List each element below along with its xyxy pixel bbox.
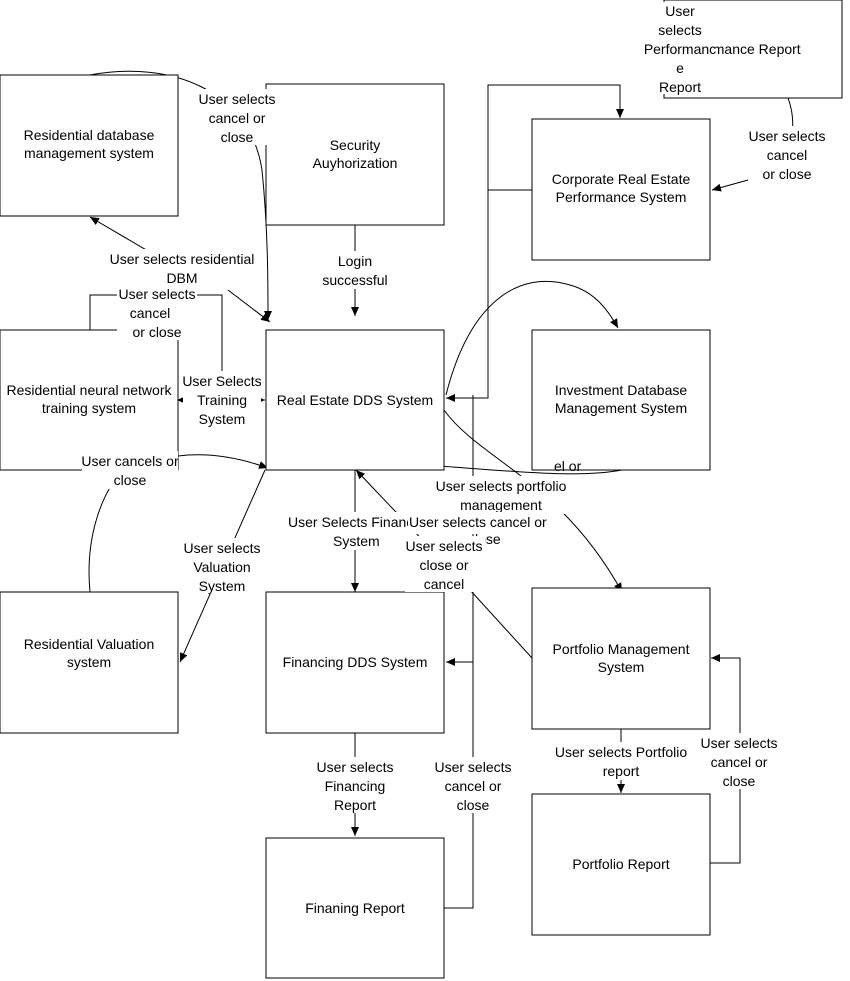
edge-investment-db bbox=[445, 280, 619, 396]
edge-select-residential-dbm bbox=[227, 289, 271, 323]
label-investment-cancel-fragment: el or bbox=[554, 458, 582, 474]
node-financing-report: Finaning Report bbox=[265, 837, 445, 979]
edge-investment-cancel bbox=[439, 465, 623, 475]
node-label: Financing DDS System bbox=[283, 654, 428, 670]
node-financing-dds: Financing DDS System bbox=[265, 591, 445, 734]
node-portfolio-report: Portfolio Report bbox=[531, 793, 711, 936]
edge-user-cancels bbox=[177, 454, 269, 469]
edge-db-cancel bbox=[89, 70, 272, 321]
node-real-estate-dds: Real Estate DDS System bbox=[265, 329, 445, 471]
edge-to-corporate bbox=[487, 84, 624, 190]
edge-corporate-to-redds bbox=[446, 189, 532, 402]
node-label: Real Estate DDS System bbox=[277, 392, 433, 408]
node-label: Portfolio Report bbox=[572, 856, 669, 872]
node-label: Finaning Report bbox=[305, 900, 405, 916]
